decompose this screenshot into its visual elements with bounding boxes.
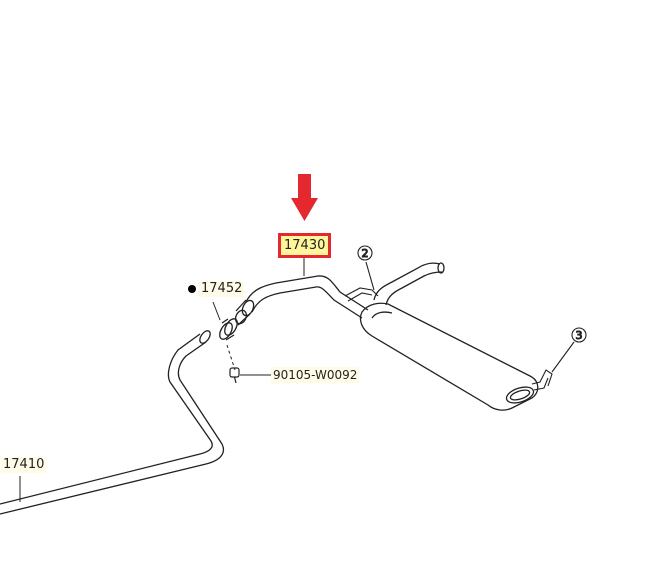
hanger-3[interactable]: 3 (531, 327, 587, 391)
label-17452[interactable]: 17452 (199, 281, 245, 297)
bullet-icon (188, 285, 196, 293)
gasket-17452[interactable] (212, 301, 240, 341)
callout-2-text: 2 (362, 247, 369, 260)
tail-pipe-17430[interactable] (234, 275, 369, 326)
front-pipe-17410[interactable] (0, 329, 225, 515)
label-90105-W0092[interactable]: 90105-W0092 (271, 367, 360, 383)
outlet-pipe[interactable] (373, 262, 445, 306)
callout-3-text: 3 (576, 329, 583, 342)
bolt-90105[interactable] (229, 367, 272, 384)
muffler[interactable] (359, 302, 539, 411)
bolt-alignment-line (226, 344, 236, 371)
label-17430[interactable]: 17430 (278, 233, 332, 258)
hanger-2[interactable]: 2 (344, 245, 379, 302)
label-17410[interactable]: 17410 (1, 457, 47, 473)
selection-arrow-icon (291, 174, 318, 221)
